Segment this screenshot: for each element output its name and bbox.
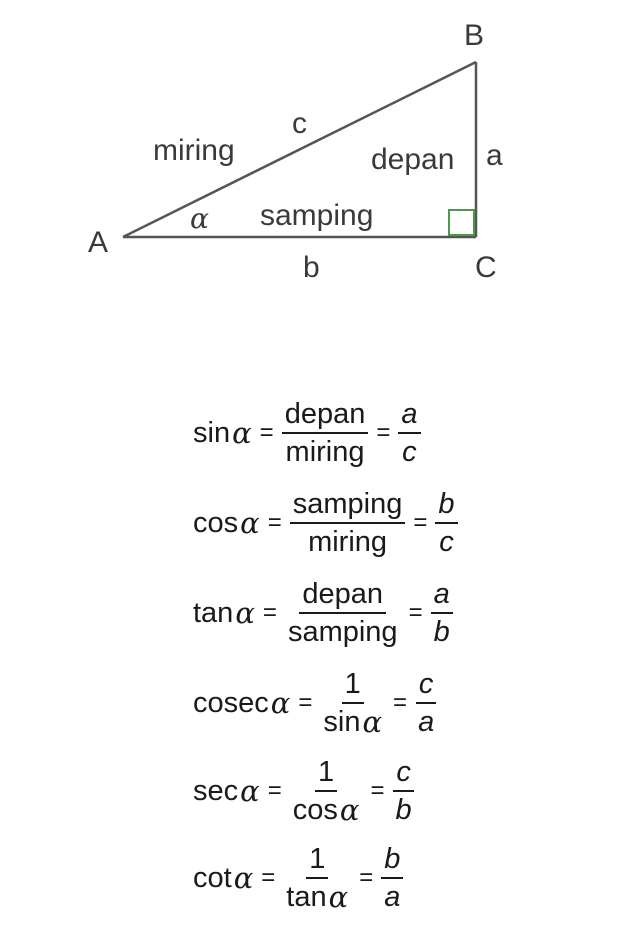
fraction-denominator: sin α <box>320 704 385 740</box>
function-name: cot <box>193 861 232 894</box>
fraction-numerator: depan <box>299 576 387 614</box>
alpha-symbol: α <box>339 793 360 827</box>
formula-cot: cot α = 1 tan α = b a <box>193 841 404 915</box>
side-c-label: c <box>292 107 307 140</box>
function-name: tan <box>286 881 327 913</box>
equals-sign: = <box>359 864 374 891</box>
fraction-numerator: a <box>430 576 453 614</box>
opposite-name-label: depan <box>371 143 454 176</box>
letter-fraction: b c <box>435 486 458 560</box>
fraction-numerator: c <box>393 754 414 792</box>
equals-sign: = <box>408 599 423 626</box>
fraction-numerator: 1 <box>315 754 338 792</box>
fraction-denominator: b <box>433 616 450 648</box>
letter-fraction: c b <box>393 754 415 828</box>
equals-sign: = <box>298 689 313 716</box>
fraction-numerator: samping <box>289 486 406 524</box>
alpha-symbol: α <box>328 880 349 914</box>
equals-sign: = <box>370 777 385 804</box>
adjacent-name-label: samping <box>260 199 373 232</box>
equals-sign: = <box>413 509 428 536</box>
right-angle-marker <box>448 209 475 236</box>
function-name: cos <box>292 794 338 826</box>
reciprocal-fraction: 1 tan α <box>283 841 351 915</box>
fraction-numerator: b <box>435 486 458 524</box>
formula-tan: tan α = depan samping = a b <box>193 576 453 650</box>
fraction-denominator: cos α <box>290 792 363 828</box>
alpha-symbol: α <box>240 774 260 808</box>
alpha-symbol: α <box>362 705 383 739</box>
equals-sign: = <box>267 509 282 536</box>
ratio-fraction: depan samping <box>285 576 401 650</box>
equals-sign: = <box>262 599 277 626</box>
letter-fraction: a c <box>398 396 421 470</box>
vertex-a-label: A <box>88 226 108 259</box>
vertex-b-label: B <box>464 19 484 52</box>
fraction-numerator: 1 <box>341 666 364 704</box>
alpha-symbol: α <box>232 416 252 450</box>
fraction-numerator: c <box>415 666 437 704</box>
fraction-denominator: miring <box>285 436 365 468</box>
fraction-numerator: depan <box>281 396 369 434</box>
letter-fraction: b a <box>381 841 404 915</box>
equals-sign: = <box>376 419 391 446</box>
formula-cos: cos α = samping miring = b c <box>193 486 458 560</box>
formula-sec: sec α = 1 cos α = c b <box>193 754 415 828</box>
fraction-denominator: a <box>384 881 401 913</box>
letter-fraction: c a <box>415 666 437 740</box>
function-name: sin <box>193 416 231 449</box>
letter-fraction: a b <box>430 576 453 650</box>
fraction-numerator: a <box>398 396 421 434</box>
reciprocal-fraction: 1 cos α <box>290 754 363 828</box>
side-b-label: b <box>303 251 320 284</box>
function-name: cos <box>193 506 239 539</box>
fraction-denominator: miring <box>308 526 388 558</box>
vertex-c-label: C <box>475 251 497 284</box>
side-a-label: a <box>486 139 503 172</box>
fraction-numerator: b <box>381 841 404 879</box>
formula-sin: sin α = depan miring = a c <box>193 396 421 470</box>
fraction-denominator: b <box>395 794 412 826</box>
formula-cosec: cosec α = 1 sin α = c a <box>193 666 437 740</box>
fraction-denominator: c <box>439 526 454 558</box>
alpha-symbol: α <box>233 861 254 895</box>
function-name: sin <box>323 706 361 738</box>
fraction-denominator: a <box>418 706 435 738</box>
alpha-symbol: α <box>240 506 260 540</box>
reciprocal-fraction: 1 sin α <box>320 666 385 740</box>
fraction-numerator: 1 <box>306 841 329 879</box>
angle-alpha-label: α <box>190 202 209 235</box>
ratio-fraction: depan miring <box>281 396 369 470</box>
function-name: tan <box>193 596 234 629</box>
fraction-denominator: c <box>402 436 417 468</box>
alpha-symbol: α <box>270 686 291 720</box>
alpha-symbol: α <box>235 596 255 630</box>
hypotenuse-name-label: miring <box>153 134 235 167</box>
ratio-fraction: samping miring <box>289 486 406 560</box>
function-name: cosec <box>193 686 269 719</box>
equals-sign: = <box>267 777 282 804</box>
function-name: sec <box>193 774 239 807</box>
right-triangle-diagram: A B C c a b miring depan samping α <box>88 19 503 284</box>
fraction-denominator: tan α <box>283 879 351 915</box>
equals-sign: = <box>259 419 274 446</box>
fraction-denominator: samping <box>287 616 398 648</box>
equals-sign: = <box>261 864 276 891</box>
hypotenuse-line <box>122 60 477 239</box>
equals-sign: = <box>393 689 408 716</box>
